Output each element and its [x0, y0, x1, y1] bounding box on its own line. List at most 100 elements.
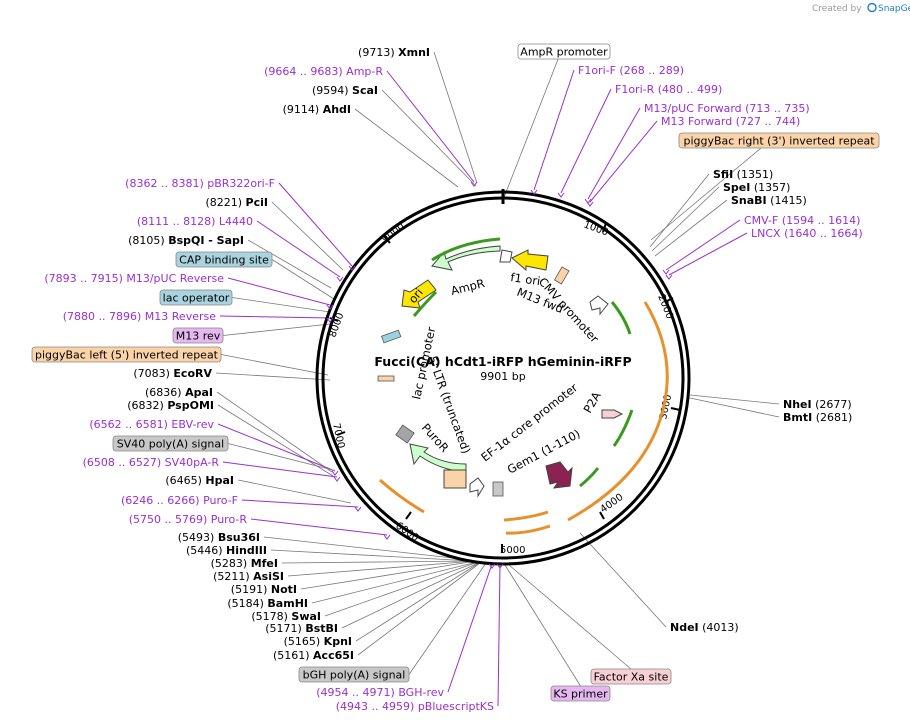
leader-line: [433, 51, 478, 184]
site-position: (9114): [283, 103, 323, 116]
leader-line: [271, 201, 344, 271]
leader-lines: [215, 43, 780, 707]
restriction-site: (5446) HindIII: [186, 544, 267, 557]
site-enzyme-name: PciI: [246, 196, 268, 209]
primer-label: (8362 .. 8381) pBR322ori-F: [125, 177, 275, 190]
restriction-site: BmtI (2681): [783, 411, 852, 424]
site-position: (5161): [273, 649, 313, 662]
leader-line: [497, 563, 501, 707]
leader-line: [241, 499, 359, 508]
leader-line: [231, 297, 331, 313]
leader-line: [504, 564, 581, 687]
leader-line: [263, 536, 472, 561]
primer-arrow-icon: [354, 506, 362, 512]
orange-arc-left: [378, 478, 425, 514]
primer-label: (6508 .. 6527) SV40pA-R: [83, 456, 220, 469]
site-position: (9594): [312, 84, 352, 97]
leader-line: [502, 43, 565, 201]
site-enzyme-name: HpaI: [205, 474, 234, 487]
leader-line: [222, 461, 338, 478]
primer-arrow-icon: [348, 265, 356, 271]
leader-line: [256, 220, 341, 278]
piggybac-arc-right: [567, 301, 669, 522]
primer-arrow-icon: [665, 274, 673, 280]
p2a-arrow: [601, 409, 624, 419]
primer-arrow-icon: [331, 470, 339, 476]
leader-line: [237, 479, 352, 504]
primer-arrow-icon: [584, 198, 592, 204]
tick-label-9000: 9000: [380, 221, 407, 245]
leader-line: [650, 132, 780, 241]
gem1-arrow: [545, 461, 573, 489]
leader-line: [508, 564, 632, 670]
bgh-polya-mark: [492, 481, 504, 497]
credit-prefix: Created by: [812, 4, 862, 14]
plasmid-name: Fucci(CA) hCdt1-iRFP hGeminin-iRFP: [374, 354, 631, 369]
feature-label-box: [159, 289, 233, 306]
restriction-site: (5178) SwaI: [251, 610, 321, 623]
site-enzyme-name: EcoRV: [173, 367, 212, 380]
ori-arrow: [401, 279, 437, 309]
feature-label-box-text: bGH poly(A) signal: [303, 669, 406, 682]
primer-arrow-icon: [383, 534, 391, 540]
site-enzyme-name: SpeI: [723, 181, 750, 194]
tick-label-7000: 7000: [330, 422, 346, 449]
leader-line: [311, 561, 478, 604]
restriction-site: (6832) PspOMI: [127, 399, 214, 412]
restriction-site: (5191) NotI: [231, 583, 297, 596]
restriction-site: SfiI (1351): [713, 168, 773, 181]
snapgene-logo-icon: [867, 2, 877, 13]
feature-label-box-text: CAP binding site: [179, 254, 269, 267]
primer-label: (5750 .. 5769) Puro-R: [129, 513, 248, 526]
site-position: (5184): [227, 597, 267, 610]
leader-line: [589, 120, 658, 203]
feature-label-box: [172, 327, 224, 344]
leader-line: [689, 397, 780, 418]
restriction-site: NheI (2677): [783, 398, 852, 411]
primer-arrow-icon: [586, 201, 594, 207]
puror-repeat-box: [443, 469, 467, 489]
site-position: (8105): [128, 234, 168, 247]
restriction-site: (9713) XmnI: [358, 46, 430, 59]
feature-arcs: [378, 237, 669, 535]
site-position: (6836): [145, 386, 185, 399]
leader-line: [341, 562, 479, 629]
leader-line: [357, 562, 481, 656]
site-enzyme-name: AhdI: [323, 103, 351, 116]
feature-label-box: [298, 666, 410, 683]
primer-arrow-icon: [488, 563, 496, 569]
site-position: (5191): [231, 583, 271, 596]
restriction-site: (7083) EcoRV: [133, 367, 212, 380]
plasmid-length: 9901 bp: [480, 370, 525, 383]
leader-line: [654, 199, 728, 257]
restriction-site: (5493) Bsu36I: [178, 531, 260, 544]
feature-label-box-text: AmpR promoter: [520, 46, 608, 59]
site-position: (6465): [165, 474, 205, 487]
position-ticks: 1000 2000 3000 4000 5000 6000 7000 8000 …: [327, 219, 681, 556]
site-enzyme-name: BspQI - SapI: [168, 234, 244, 247]
leader-line: [579, 532, 667, 628]
restriction-site: (6465) HpaI: [165, 474, 234, 487]
piggybac-left-ir-mark: [377, 375, 395, 382]
restriction-site: (5161) Acc65I: [273, 649, 354, 662]
site-enzyme-name: Bsu36I: [218, 531, 260, 544]
puror-arrow: [409, 443, 467, 473]
leader-line: [222, 323, 331, 336]
site-enzyme-name: BmtI: [783, 411, 812, 424]
site-enzyme-name: NdeI: [670, 621, 699, 634]
leader-line: [324, 561, 479, 617]
site-position: (5178): [251, 610, 291, 623]
restriction-site: (5283) MfeI: [211, 557, 278, 570]
restriction-site: (6836) ApaI: [145, 386, 213, 399]
primer-label: (8111 .. 8128) L4440: [137, 215, 253, 228]
primer-arrow-icon: [333, 476, 341, 482]
restriction-site: (8105) BspQI - SapI: [128, 234, 244, 247]
leader-line: [217, 423, 336, 472]
site-enzyme-name: XmnI: [398, 46, 430, 59]
primer-label: F1ori-R (480 .. 499): [615, 83, 722, 96]
restriction-site: SpeI (1357): [723, 181, 790, 194]
outer-labels: (9713) XmnI(9594) ScaI(9114) AhdI(8221) …: [31, 43, 880, 713]
primer-arrow-icon: [470, 181, 478, 187]
feature-label-box: [678, 132, 880, 149]
